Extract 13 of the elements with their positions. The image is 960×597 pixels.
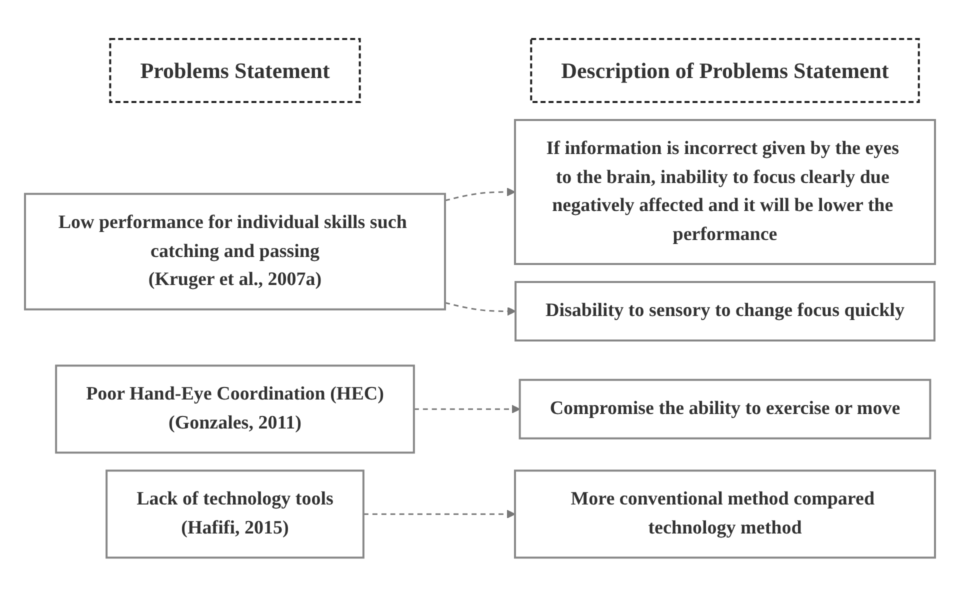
node-box: Low performance for individual skills such catching and passing (Kruger et al., 2007a) (24, 193, 446, 311)
node-box: More conventional method compared technology method (514, 470, 936, 559)
node-box: Compromise the ability to exercise or move (518, 379, 932, 440)
node-box: Problems Statement (109, 38, 361, 104)
node-box: Lack of technology tools (Hafifi, 2015) (106, 470, 364, 559)
node-box: If information is incorrect given by the eyes to the brain, inability to focus clearly due negatively affected and it will be lower the performance (514, 119, 936, 266)
node-box: Disability to sensory to change focus quickly (514, 281, 936, 342)
arrow (444, 302, 516, 316)
node-box: Poor Hand-Eye Coordination (HEC) (Gonzales, 2011) (55, 364, 415, 454)
arrow (444, 188, 516, 202)
arrow (363, 510, 516, 519)
arrow (414, 404, 520, 414)
node-box: Description of Problems Statement (530, 38, 920, 104)
